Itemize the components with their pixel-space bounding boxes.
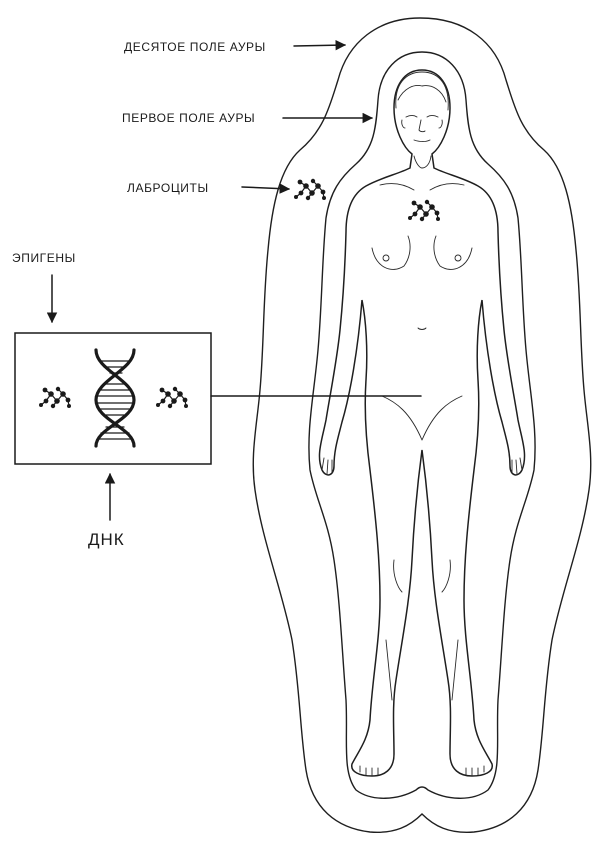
- navel: [417, 327, 427, 330]
- neck-and-collarbone-lines: [379, 155, 465, 191]
- chest-details: [371, 235, 473, 270]
- tenth-aura-field-outline: [252, 17, 592, 833]
- first-aura-field-outline: [308, 51, 536, 799]
- left-nipple: [382, 254, 390, 262]
- dna-double-helix-icon: [94, 348, 136, 448]
- first-aura-field-label: ПЕРВОЕ ПОЛЕ АУРЫ: [122, 111, 255, 125]
- knee-and-leg-lines: [385, 559, 459, 701]
- hip-and-pelvis-lines: [381, 395, 463, 441]
- feet-toe-lines: [359, 765, 485, 777]
- labrocytes-label: ЛАБРОЦИТЫ: [127, 181, 209, 195]
- human-body-outline: [318, 69, 526, 777]
- hair-outline: [395, 71, 449, 111]
- cell-detail-inset-box: [14, 332, 212, 465]
- tenth-aura-field-label: ДЕСЯТОЕ ПОЛЕ АУРЫ: [124, 40, 266, 54]
- dna-label: ДНК: [88, 530, 125, 549]
- hand-finger-lines: [321, 457, 523, 475]
- epigenes-label: ЭПИГЕНЫ: [12, 251, 76, 265]
- labrocytes-arrow-icon: [241, 183, 291, 194]
- tenth-aura-field-arrow-icon: [293, 39, 347, 51]
- right-nipple: [454, 254, 462, 262]
- labrocyte-molecule-cluster-icon: [293, 178, 327, 201]
- face-features: [401, 115, 443, 142]
